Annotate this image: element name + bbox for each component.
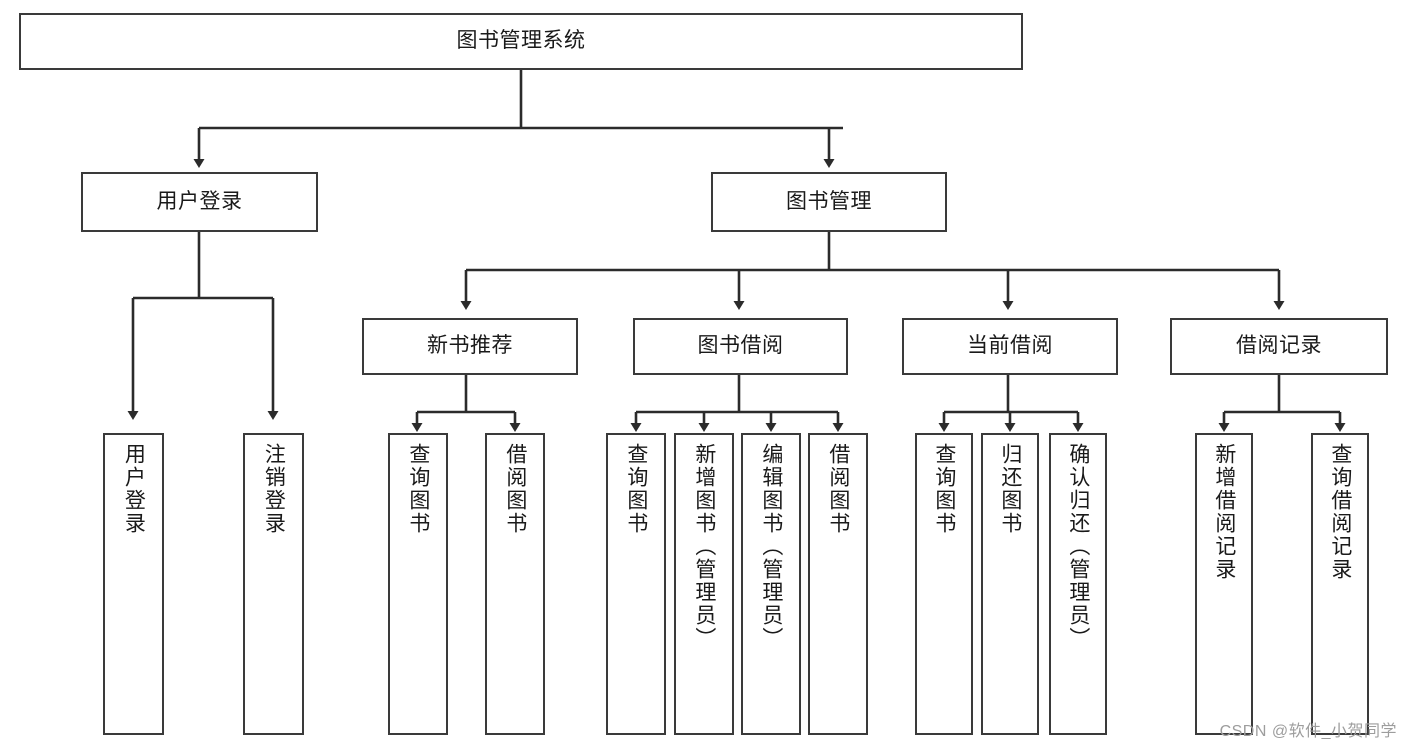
node-user-login[interactable]: 用户登录 bbox=[81, 172, 318, 232]
node-book-management[interactable]: 图书管理 bbox=[711, 172, 947, 232]
node-label: 借阅图书 bbox=[503, 443, 527, 535]
node-label: 用户登录 bbox=[156, 189, 243, 213]
node-label: 图书借阅 bbox=[697, 334, 784, 358]
node-label: 查询图书 bbox=[932, 443, 956, 535]
node-book-borrow[interactable]: 图书借阅 bbox=[633, 318, 848, 375]
leaf-borrow-book-recommend[interactable]: 借阅图书 bbox=[485, 433, 545, 735]
watermark-text: CSDN @软件_小贺同学 bbox=[1219, 723, 1397, 740]
leaf-add-book-admin[interactable]: 新增图书（管理员） bbox=[674, 433, 734, 735]
node-label: 新书推荐 bbox=[427, 334, 513, 358]
leaf-confirm-return-admin[interactable]: 确认归还（管理员） bbox=[1049, 433, 1107, 735]
leaf-edit-book-admin[interactable]: 编辑图书（管理员） bbox=[741, 433, 801, 735]
leaf-query-borrow-record[interactable]: 查询借阅记录 bbox=[1311, 433, 1369, 735]
node-new-book-recommend[interactable]: 新书推荐 bbox=[362, 318, 578, 375]
leaf-add-borrow-record[interactable]: 新增借阅记录 bbox=[1195, 433, 1253, 735]
node-label: 新增图书（管理员） bbox=[692, 443, 716, 650]
leaf-return-book[interactable]: 归还图书 bbox=[981, 433, 1039, 735]
leaf-logout[interactable]: 注销登录 bbox=[243, 433, 304, 735]
leaf-query-book-borrow[interactable]: 查询图书 bbox=[606, 433, 666, 735]
node-label: 图书管理 bbox=[786, 189, 872, 213]
node-borrow-record[interactable]: 借阅记录 bbox=[1170, 318, 1388, 375]
node-label: 用户登录 bbox=[122, 443, 146, 535]
node-label: 查询图书 bbox=[406, 443, 430, 535]
leaf-query-book-current[interactable]: 查询图书 bbox=[915, 433, 973, 735]
node-label: 借阅记录 bbox=[1236, 334, 1322, 358]
node-current-borrow[interactable]: 当前借阅 bbox=[902, 318, 1118, 375]
node-label: 借阅图书 bbox=[826, 443, 850, 535]
node-label: 编辑图书（管理员） bbox=[759, 443, 783, 650]
leaf-query-book-recommend[interactable]: 查询图书 bbox=[388, 433, 448, 735]
node-label: 查询借阅记录 bbox=[1328, 443, 1352, 581]
node-label: 查询图书 bbox=[624, 443, 648, 535]
node-root-book-management-system[interactable]: 图书管理系统 bbox=[19, 13, 1023, 70]
node-label: 归还图书 bbox=[998, 443, 1022, 535]
node-label: 图书管理系统 bbox=[456, 29, 586, 53]
node-label: 注销登录 bbox=[262, 443, 286, 535]
node-label: 当前借阅 bbox=[967, 334, 1053, 358]
node-label: 确认归还（管理员） bbox=[1066, 443, 1090, 650]
node-label: 新增借阅记录 bbox=[1212, 443, 1236, 581]
leaf-user-login[interactable]: 用户登录 bbox=[103, 433, 164, 735]
leaf-borrow-book[interactable]: 借阅图书 bbox=[808, 433, 868, 735]
